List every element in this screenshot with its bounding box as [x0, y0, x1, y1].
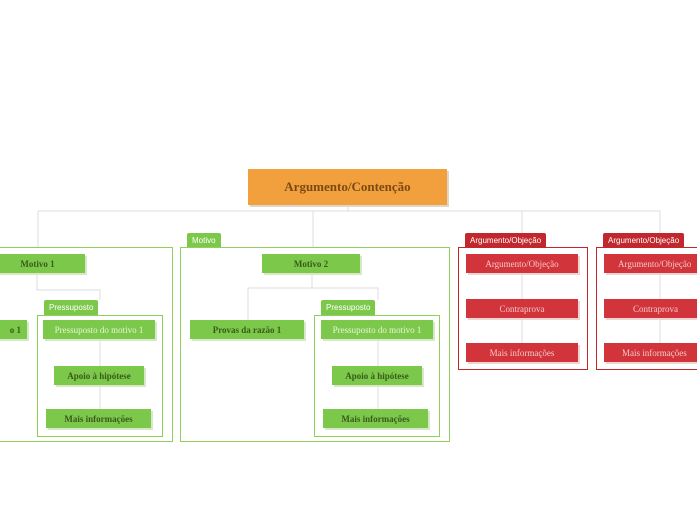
root-topic[interactable]: Argumento/Contenção	[248, 169, 447, 205]
objection-2-item-3[interactable]: Mais informações	[604, 343, 697, 362]
motive-1-node[interactable]: Motivo 1	[0, 254, 85, 273]
pressuposto-boundary-mid	[314, 315, 440, 437]
pressuposto-item-mid-1[interactable]: Pressuposto do motivo 1	[321, 320, 433, 339]
pressuposto-boundary-left	[37, 315, 163, 437]
objection-1-item-1[interactable]: Argumento/Objeção	[466, 254, 578, 273]
motivo-tag: Motivo	[187, 233, 221, 248]
pressuposto-item-mid-3[interactable]: Mais informações	[323, 409, 428, 428]
objection-1-item-3[interactable]: Mais informações	[466, 343, 578, 362]
pressuposto-item-left-1[interactable]: Pressuposto do motivo 1	[43, 320, 155, 339]
objection-boundary-1	[458, 247, 588, 370]
objection-2-item-1[interactable]: Argumento/Objeção	[604, 254, 697, 273]
objection-tag-2: Argumento/Objeção	[603, 233, 685, 248]
objection-2-item-2[interactable]: Contraprova	[604, 299, 697, 318]
motive-2-node[interactable]: Motivo 2	[262, 254, 360, 273]
evidence-node-partial[interactable]: o 1	[0, 320, 27, 339]
pressuposto-tag-mid: Pressuposto	[321, 300, 376, 315]
objection-boundary-2	[596, 247, 697, 370]
motive-2-boundary	[180, 247, 450, 442]
objection-tag-1: Argumento/Objeção	[465, 233, 547, 248]
pressuposto-item-left-2[interactable]: Apoio à hipótese	[54, 366, 144, 385]
pressuposto-item-left-3[interactable]: Mais informações	[46, 409, 151, 428]
pressuposto-tag-left: Pressuposto	[44, 300, 99, 315]
objection-1-item-2[interactable]: Contraprova	[466, 299, 578, 318]
evidence-node[interactable]: Provas da razão 1	[190, 320, 304, 339]
motive-1-boundary	[0, 247, 173, 442]
pressuposto-item-mid-2[interactable]: Apoio à hipótese	[332, 366, 422, 385]
